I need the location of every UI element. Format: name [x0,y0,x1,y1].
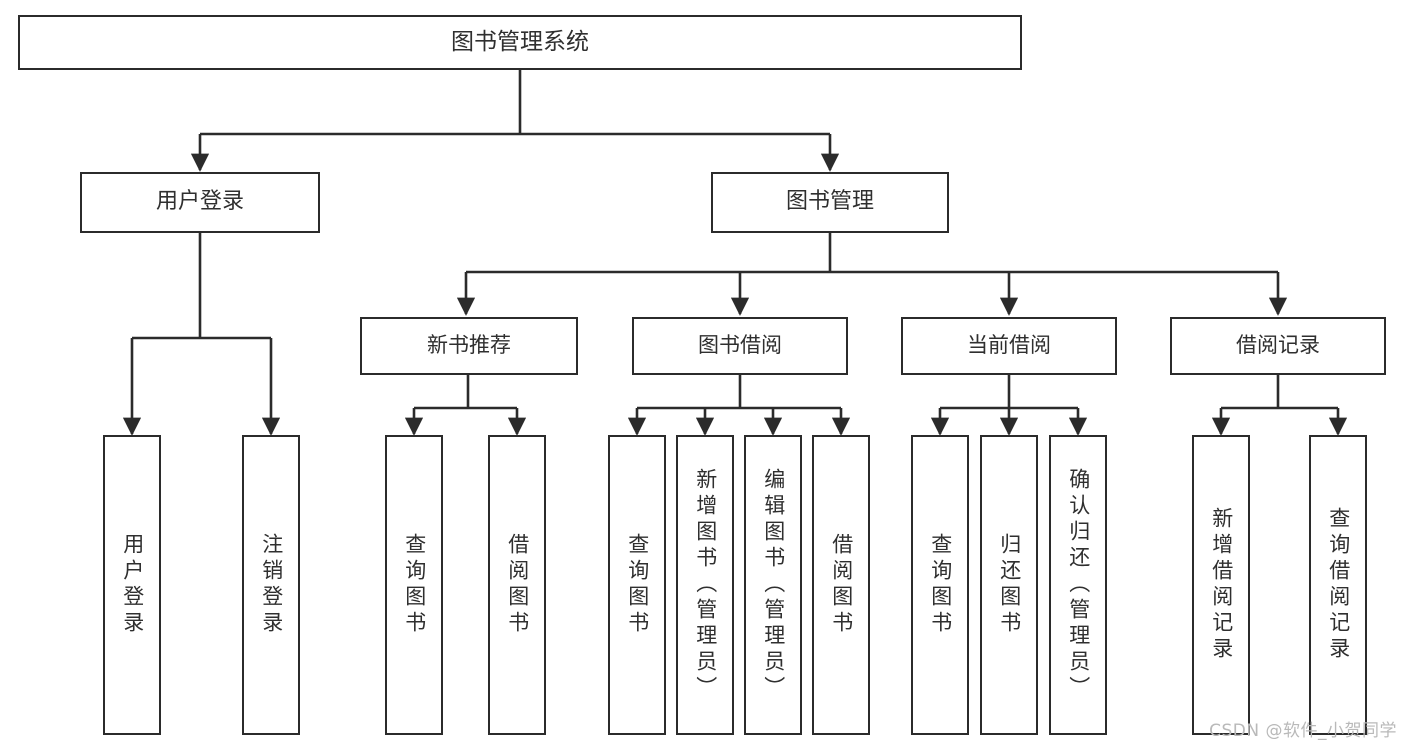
node-new-book-rec[interactable]: 新书推荐 [360,317,578,375]
leaf-edit-book-admin[interactable]: 编辑图书（管理员） [744,435,802,735]
leaf-add-book-admin-label: 新增图书（管理员） [693,468,718,702]
leaf-return-book-label: 归还图书 [997,533,1022,637]
leaf-query-book-current[interactable]: 查询图书 [911,435,969,735]
leaf-query-book-rec[interactable]: 查询图书 [385,435,443,735]
node-root[interactable]: 图书管理系统 [18,15,1022,70]
leaf-user-login-label: 用户登录 [120,533,145,637]
node-borrow-record[interactable]: 借阅记录 [1170,317,1386,375]
leaf-user-login[interactable]: 用户登录 [103,435,161,735]
leaf-query-borrow-record-label: 查询借阅记录 [1326,507,1351,663]
node-book-manage-label: 图书管理 [785,189,874,215]
node-user-login[interactable]: 用户登录 [80,172,320,233]
leaf-query-book-rec-label: 查询图书 [402,533,427,637]
node-current-borrow-label: 当前借阅 [967,333,1051,358]
leaf-add-borrow-record-label: 新增借阅记录 [1209,507,1234,663]
leaf-query-book-borrow[interactable]: 查询图书 [608,435,666,735]
leaf-borrow-book-rec[interactable]: 借阅图书 [488,435,546,735]
leaf-borrow-book-rec-label: 借阅图书 [505,533,530,637]
node-book-borrow[interactable]: 图书借阅 [632,317,848,375]
leaf-edit-book-admin-label: 编辑图书（管理员） [761,468,786,702]
node-user-login-label: 用户登录 [155,189,244,215]
leaf-user-logout-label: 注销登录 [259,533,284,637]
leaf-query-borrow-record[interactable]: 查询借阅记录 [1309,435,1367,735]
node-root-label: 图书管理系统 [451,29,589,56]
leaf-confirm-return-admin[interactable]: 确认归还（管理员） [1049,435,1107,735]
leaf-borrow-book[interactable]: 借阅图书 [812,435,870,735]
leaf-return-book[interactable]: 归还图书 [980,435,1038,735]
node-book-manage[interactable]: 图书管理 [711,172,949,233]
node-new-book-rec-label: 新书推荐 [427,333,511,358]
leaf-confirm-return-admin-label: 确认归还（管理员） [1066,468,1091,702]
leaf-add-borrow-record[interactable]: 新增借阅记录 [1192,435,1250,735]
leaf-user-logout[interactable]: 注销登录 [242,435,300,735]
node-current-borrow[interactable]: 当前借阅 [901,317,1117,375]
leaf-query-book-borrow-label: 查询图书 [625,533,650,637]
node-borrow-record-label: 借阅记录 [1236,333,1320,358]
node-book-borrow-label: 图书借阅 [698,333,782,358]
leaf-borrow-book-label: 借阅图书 [829,533,854,637]
leaf-add-book-admin[interactable]: 新增图书（管理员） [676,435,734,735]
csdn-watermark: CSDN @软件_小贺同学 [1209,721,1397,741]
leaf-query-book-current-label: 查询图书 [928,533,953,637]
